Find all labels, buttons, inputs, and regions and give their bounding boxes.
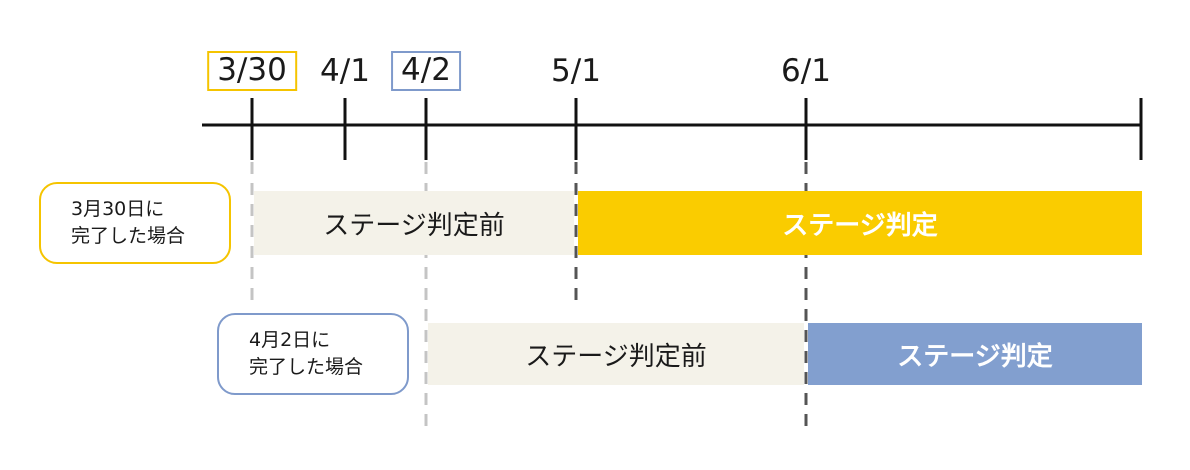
date-label-3-30: 3/30 xyxy=(207,51,297,91)
case1-label-line2: 完了した場合 xyxy=(71,225,186,247)
case2-pre-judgement-label: ステージ判定前 xyxy=(525,341,707,372)
date-label-4-2: 4/2 xyxy=(391,51,461,91)
date-label-5-1: 5/1 xyxy=(551,53,601,89)
case1-label-box: 3月30日に 完了した場合 xyxy=(39,182,231,264)
date-label-6-1: 6/1 xyxy=(781,53,831,89)
case2-label-line1: 4月2日に xyxy=(249,329,331,351)
case2-label-line2: 完了した場合 xyxy=(249,356,364,378)
case2-pre-judgement-bar: ステージ判定前 xyxy=(428,323,804,385)
case2-judgement-label: ステージ判定 xyxy=(897,341,1053,372)
case1-pre-judgement-label: ステージ判定前 xyxy=(323,210,505,241)
date-label-4-1: 4/1 xyxy=(320,53,370,89)
case1-pre-judgement-bar: ステージ判定前 xyxy=(254,191,574,255)
case1-judgement-label: ステージ判定 xyxy=(782,210,938,241)
case2-judgement-bar: ステージ判定 xyxy=(808,323,1142,385)
case2-label-box: 4月2日に 完了した場合 xyxy=(217,313,409,395)
case1-judgement-bar: ステージ判定 xyxy=(578,191,1142,255)
case1-label-line1: 3月30日に xyxy=(71,198,165,220)
